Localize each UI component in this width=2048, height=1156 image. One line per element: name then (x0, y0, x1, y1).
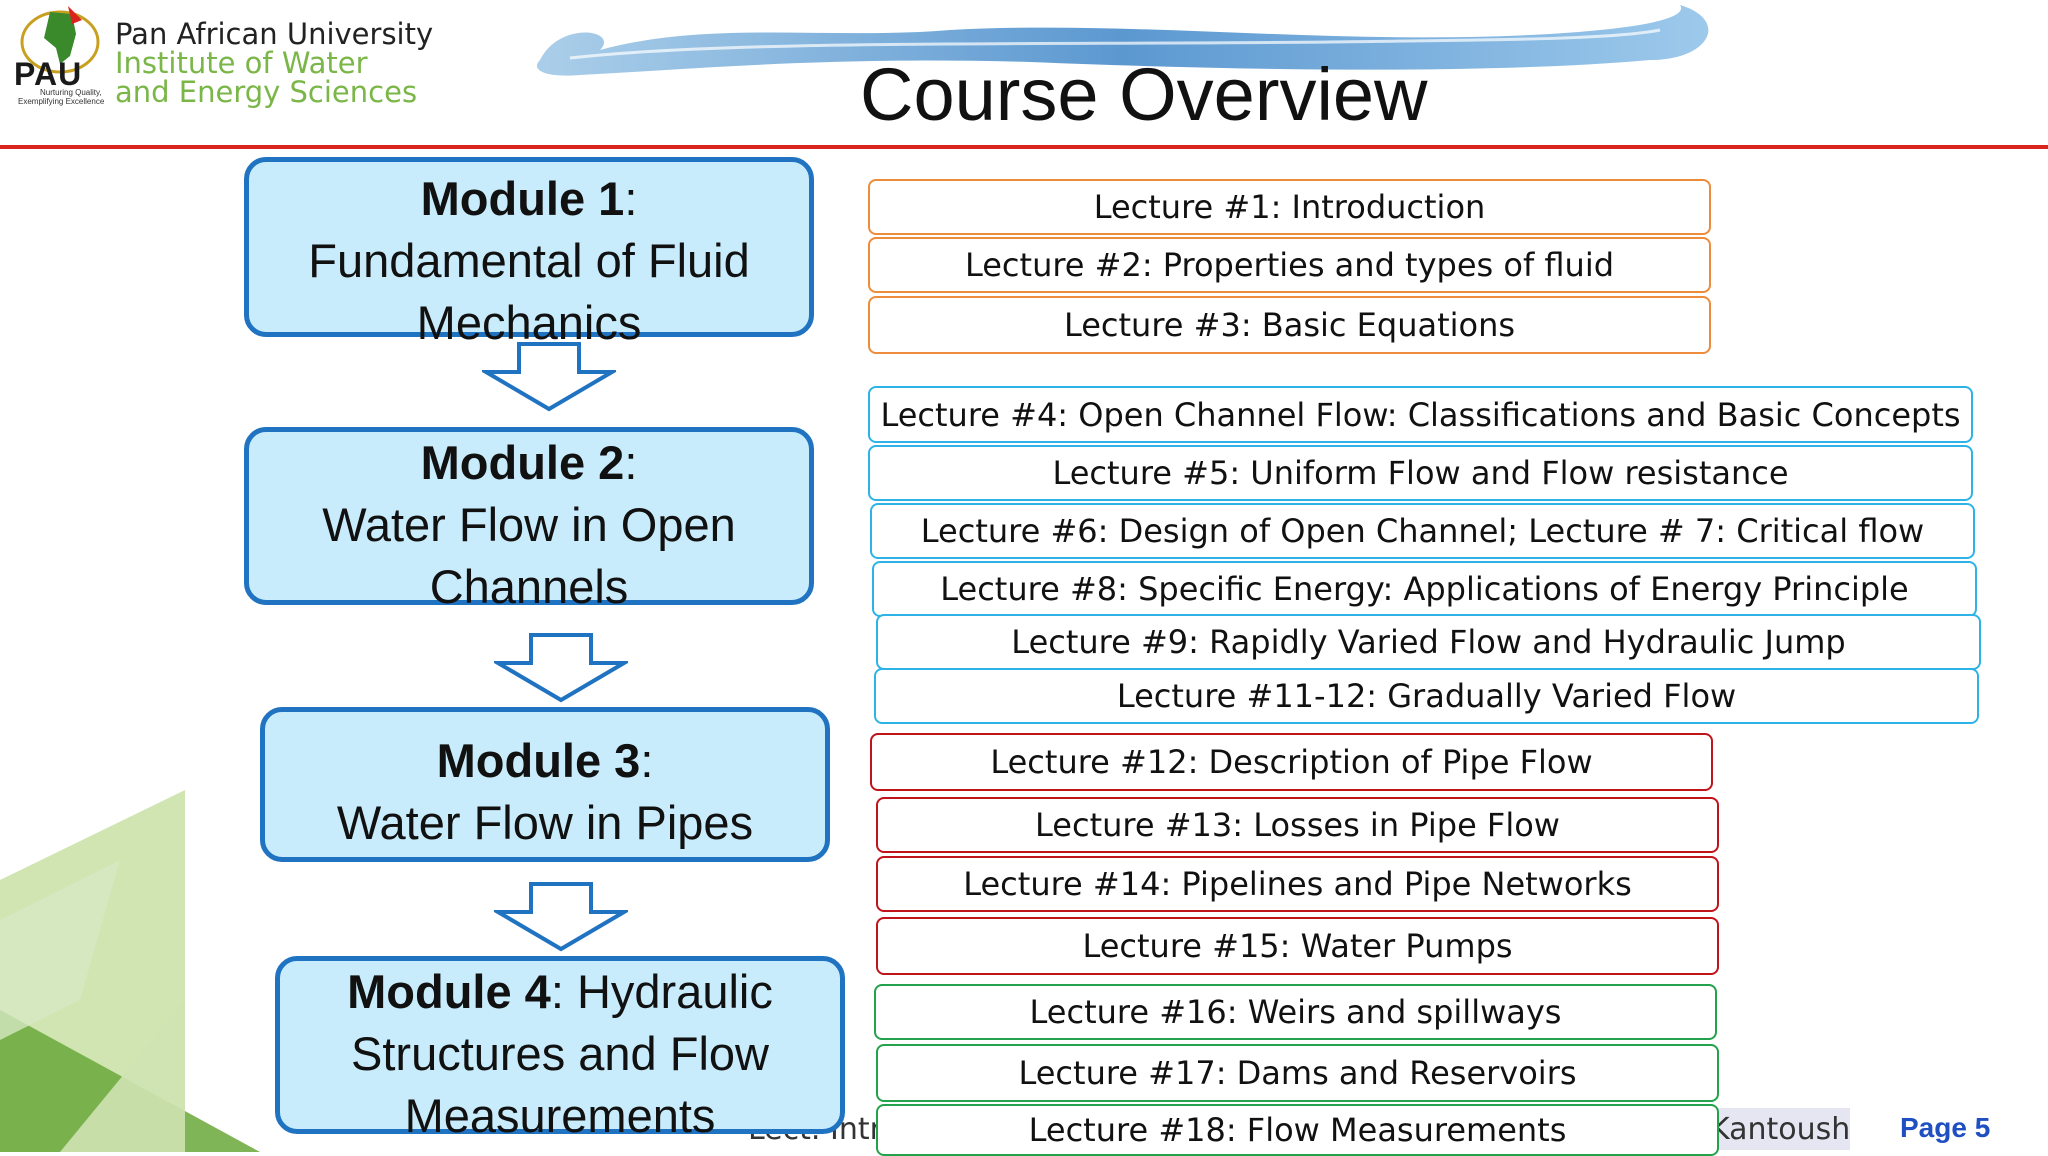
logo-tagline-1: Nurturing Quality, (40, 88, 102, 97)
lecture-11-12: Lecture #11-12: Gradually Varied Flow (874, 668, 1979, 724)
down-arrow-icon (482, 342, 616, 412)
logo-tagline-2: Exemplifying Excellence (18, 97, 105, 106)
module-3-box: Module 3: Water Flow in Pipes (260, 707, 830, 862)
org-name-line-3: and Energy Sciences (115, 75, 418, 109)
module-4-box: Module 4: Hydraulic Structures and Flow … (275, 956, 845, 1142)
lecture-3: Lecture #3: Basic Equations (868, 296, 1711, 354)
module-3-line-2: Water Flow in Pipes (336, 796, 754, 849)
lecture-5: Lecture #5: Uniform Flow and Flow resist… (868, 445, 1973, 501)
module-4-line-2: Structures and Flow (351, 1027, 769, 1080)
lecture-8: Lecture #8: Specific Energy: Application… (872, 561, 1977, 617)
module-1-line-2: Fundamental of Fluid (308, 234, 750, 287)
lecture-17: Lecture #17: Dams and Reservoirs (876, 1044, 1719, 1102)
lecture-9: Lecture #9: Rapidly Varied Flow and Hydr… (876, 614, 1981, 670)
pau-logo-icon (20, 6, 100, 74)
module-4-line-3: Measurements (404, 1089, 716, 1142)
water-wave-banner (536, 5, 1709, 76)
slide-title: Course Overview (860, 53, 1428, 136)
down-arrow-icon (494, 882, 628, 952)
lecture-16: Lecture #16: Weirs and spillways (874, 984, 1717, 1040)
lecture-6-7: Lecture #6: Design of Open Channel; Lect… (870, 503, 1975, 559)
header-divider (0, 145, 2048, 149)
down-arrow-icon (494, 633, 628, 703)
module-1-box: Module 1: Fundamental of Fluid Mechanics (244, 157, 814, 349)
lecture-18: Lecture #18: Flow Measurements (876, 1104, 1719, 1156)
org-name-line-2: Institute of Water (115, 46, 368, 80)
module-2-line-2: Water Flow in Open (322, 498, 736, 551)
module-3-title: Module 3 (436, 734, 641, 787)
lecture-12: Lecture #12: Description of Pipe Flow (870, 733, 1713, 791)
lecture-14: Lecture #14: Pipelines and Pipe Networks (876, 856, 1719, 912)
module-4-title: Module 4 (347, 965, 551, 1018)
footer-author-fragment: Kantoush (1710, 1112, 1851, 1147)
lecture-4: Lecture #4: Open Channel Flow: Classific… (868, 386, 1973, 443)
org-name-line-1: Pan African University (115, 17, 434, 51)
lecture-15: Lecture #15: Water Pumps (876, 917, 1719, 975)
lecture-1: Lecture #1: Introduction (868, 179, 1711, 235)
logo-abbrev: PAU (14, 56, 83, 92)
module-2-box: Module 2: Water Flow in Open Channels (244, 427, 814, 613)
green-decoration (0, 790, 260, 1152)
module-2-line-3: Channels (429, 560, 629, 613)
author-highlight (1710, 1108, 1850, 1150)
page-number: Page 5 (1900, 1112, 1991, 1143)
module-1-title: Module 1 (420, 172, 625, 225)
module-2-title: Module 2 (420, 436, 625, 489)
lecture-2: Lecture #2: Properties and types of flui… (868, 237, 1711, 293)
lecture-13: Lecture #13: Losses in Pipe Flow (876, 797, 1719, 853)
module-1-line-3: Mechanics (416, 296, 642, 349)
